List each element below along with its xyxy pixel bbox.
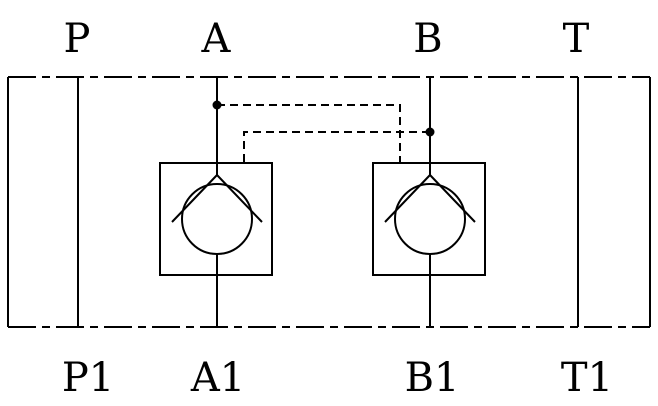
port-label-p1: P1 — [62, 355, 114, 401]
junction-dot-b — [425, 127, 435, 137]
port-label-a: A — [201, 16, 232, 62]
check-valve-b-seat — [384, 173, 476, 223]
check-valve-b-ball — [394, 183, 466, 255]
check-valve-a-body — [159, 162, 273, 276]
port-label-p: P — [64, 16, 91, 62]
check-valve-a-ball — [181, 183, 253, 255]
pilot-line-b-to-valve-a — [243, 131, 430, 163]
port-label-b: B — [413, 16, 442, 62]
port-label-a1: A1 — [190, 355, 245, 401]
port-label-b1: B1 — [405, 355, 460, 401]
port-label-t1: T1 — [561, 355, 613, 401]
pilot-line-a-to-valve-b — [217, 104, 401, 163]
junction-dot-a — [212, 100, 222, 110]
check-valve-b-body — [372, 162, 486, 276]
check-valve-a-seat — [171, 173, 263, 223]
port-label-t: T — [563, 16, 590, 62]
